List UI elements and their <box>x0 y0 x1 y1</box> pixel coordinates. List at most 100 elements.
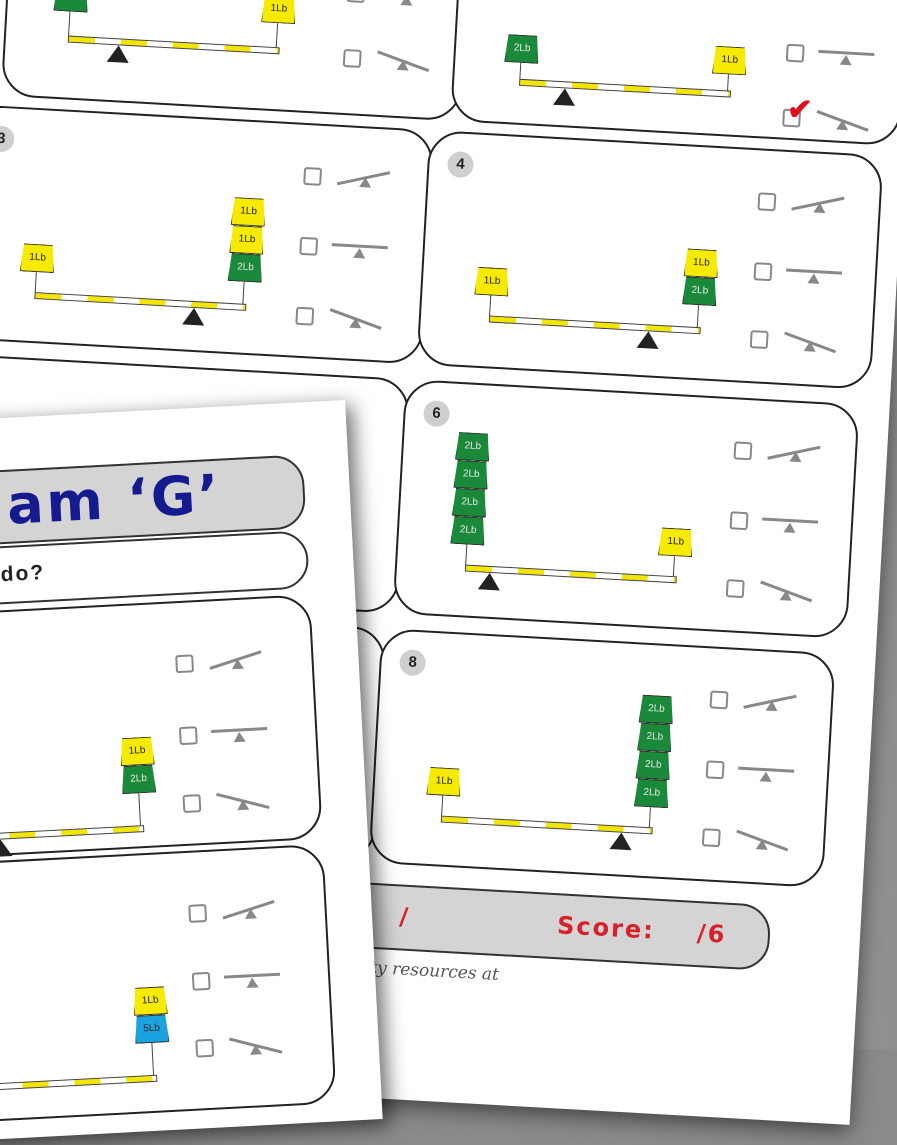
answer-option-left-down[interactable] <box>188 898 279 925</box>
seesaw-left-down-icon <box>763 441 824 466</box>
answer-option-balanced[interactable] <box>706 758 797 785</box>
question-card-4: 4 1Lb 2Lb 1Lb <box>416 130 883 390</box>
answer-checkbox[interactable] <box>786 44 805 63</box>
answer-checkbox[interactable] <box>182 794 201 813</box>
answer-checkbox[interactable] <box>299 237 318 256</box>
answer-option-right-down[interactable] <box>295 305 386 332</box>
seesaw-balanced-icon <box>759 511 820 536</box>
seesaw-balanced-icon <box>735 760 796 785</box>
seesaw-balanced-icon <box>783 262 844 287</box>
fulcrum <box>553 88 576 106</box>
weight-2lb: 2Lb <box>637 722 673 752</box>
left-hanger <box>68 12 70 36</box>
answer-option-left-down[interactable] <box>175 649 266 676</box>
answer-checkbox[interactable] <box>175 654 194 673</box>
seesaw-left-down-icon <box>218 898 279 923</box>
answer-checkbox[interactable] <box>710 690 729 709</box>
answer-checkbox[interactable] <box>303 167 322 186</box>
left-hanger <box>441 796 443 816</box>
weight-2lb: 2Lb <box>455 432 491 462</box>
answer-checkbox[interactable] <box>733 441 752 460</box>
answer-option-left-down[interactable] <box>303 165 394 192</box>
question-number: 6 <box>423 400 450 427</box>
answer-option-right-down[interactable] <box>182 788 273 815</box>
answer-option-left-down[interactable] <box>757 190 848 217</box>
worksheet-title: am ‘G’ <box>5 463 223 537</box>
answer-checkbox[interactable] <box>726 579 745 598</box>
weight-2lb: 2Lb <box>682 276 718 306</box>
score-total: /6 <box>696 919 727 949</box>
weight-2lb: 2Lb <box>634 778 670 808</box>
fulcrum <box>182 307 205 325</box>
answer-option-left-down[interactable] <box>709 688 800 715</box>
answer-checkbox[interactable] <box>195 1039 214 1058</box>
seesaw-left-down-icon <box>205 649 266 674</box>
seesaw-right-down-icon <box>812 108 873 133</box>
right-hanger <box>697 305 699 327</box>
answer-checkbox[interactable] <box>295 307 314 326</box>
answer-checkbox[interactable]: ✔ <box>346 0 365 3</box>
left-hanger <box>519 63 521 79</box>
answer-checkbox[interactable] <box>757 192 776 211</box>
answer-option-left-down[interactable] <box>733 439 824 466</box>
question-card-6: 6 2Lb 2Lb 2Lb 2Lb 1Lb <box>392 379 859 639</box>
right-hanger <box>151 1043 154 1075</box>
answer-checkbox[interactable] <box>706 760 725 779</box>
question-card-3: 3 1Lb 2Lb 1Lb 1Lb <box>0 104 434 365</box>
answer-checkbox[interactable]: ✔ <box>782 109 801 128</box>
weight-2lb: 2Lb <box>504 34 540 64</box>
answer-option-balanced[interactable] <box>786 42 877 69</box>
weight-2lb: 2Lb <box>53 0 89 13</box>
seesaw-left-down-icon <box>333 167 394 192</box>
seesaw-left-down-icon <box>739 690 800 715</box>
seesaw-right-down-icon <box>325 306 386 331</box>
seesaw-balanced-icon <box>376 0 437 9</box>
answer-checkbox[interactable] <box>702 828 721 847</box>
balance-beam <box>489 315 701 334</box>
right-hanger <box>242 282 244 304</box>
answer-option-balanced[interactable] <box>753 260 844 287</box>
question-card-8: 8 1Lb 2Lb 2Lb 2Lb 2Lb <box>368 628 835 888</box>
date-separator: / <box>399 902 411 931</box>
seesaw-right-down-icon <box>373 49 434 74</box>
answer-option-right-down[interactable]: ✔ <box>782 107 873 134</box>
balance-beam <box>519 79 731 98</box>
answer-option-balanced[interactable] <box>192 966 283 993</box>
weight-1lb: 1Lb <box>261 0 297 24</box>
weight-2lb: 2Lb <box>228 253 264 283</box>
answer-checkbox[interactable] <box>750 330 769 349</box>
balance-beam <box>34 292 246 311</box>
answer-option-balanced[interactable] <box>179 720 270 747</box>
answer-checkbox[interactable] <box>188 904 207 923</box>
weight-2lb: 2Lb <box>121 764 156 794</box>
answer-checkbox[interactable] <box>192 972 211 991</box>
fulcrum <box>637 331 660 349</box>
answer-checkbox[interactable] <box>730 511 749 530</box>
seesaw-balanced-icon <box>209 720 270 745</box>
seesaw-right-down-icon <box>732 828 793 853</box>
answer-checkbox[interactable] <box>179 726 198 745</box>
weight-1lb: 1Lb <box>20 243 56 273</box>
right-hanger <box>649 807 651 827</box>
answer-option-right-down[interactable] <box>702 826 793 853</box>
answer-checkbox[interactable] <box>343 49 362 68</box>
answer-option-balanced[interactable] <box>729 509 820 536</box>
seesaw-balanced-icon <box>329 236 390 261</box>
answer-option-balanced[interactable] <box>299 235 390 262</box>
fulcrum <box>478 572 501 590</box>
fulcrum <box>610 832 633 850</box>
check-mark-icon: ✔ <box>351 0 378 2</box>
answer-option-right-down[interactable] <box>195 1033 286 1060</box>
answer-option-right-down[interactable] <box>726 577 817 604</box>
weight-5lb: 5Lb <box>134 1014 169 1044</box>
weight-2lb: 2Lb <box>453 460 489 490</box>
answer-option-right-down[interactable] <box>750 328 841 355</box>
question-card-front-1: 2Lb 1Lb <box>0 594 323 863</box>
right-hanger <box>727 74 729 90</box>
left-hanger <box>465 545 467 565</box>
answer-option-right-down[interactable] <box>343 47 434 74</box>
seesaw-right-down-icon <box>212 788 273 813</box>
answer-checkbox[interactable] <box>754 262 773 281</box>
question-card-1: 2Lb 2Lb 2Lb 1Lb 1Lb ✔ <box>1 0 474 122</box>
answer-option-balanced[interactable]: ✔ <box>346 0 437 9</box>
